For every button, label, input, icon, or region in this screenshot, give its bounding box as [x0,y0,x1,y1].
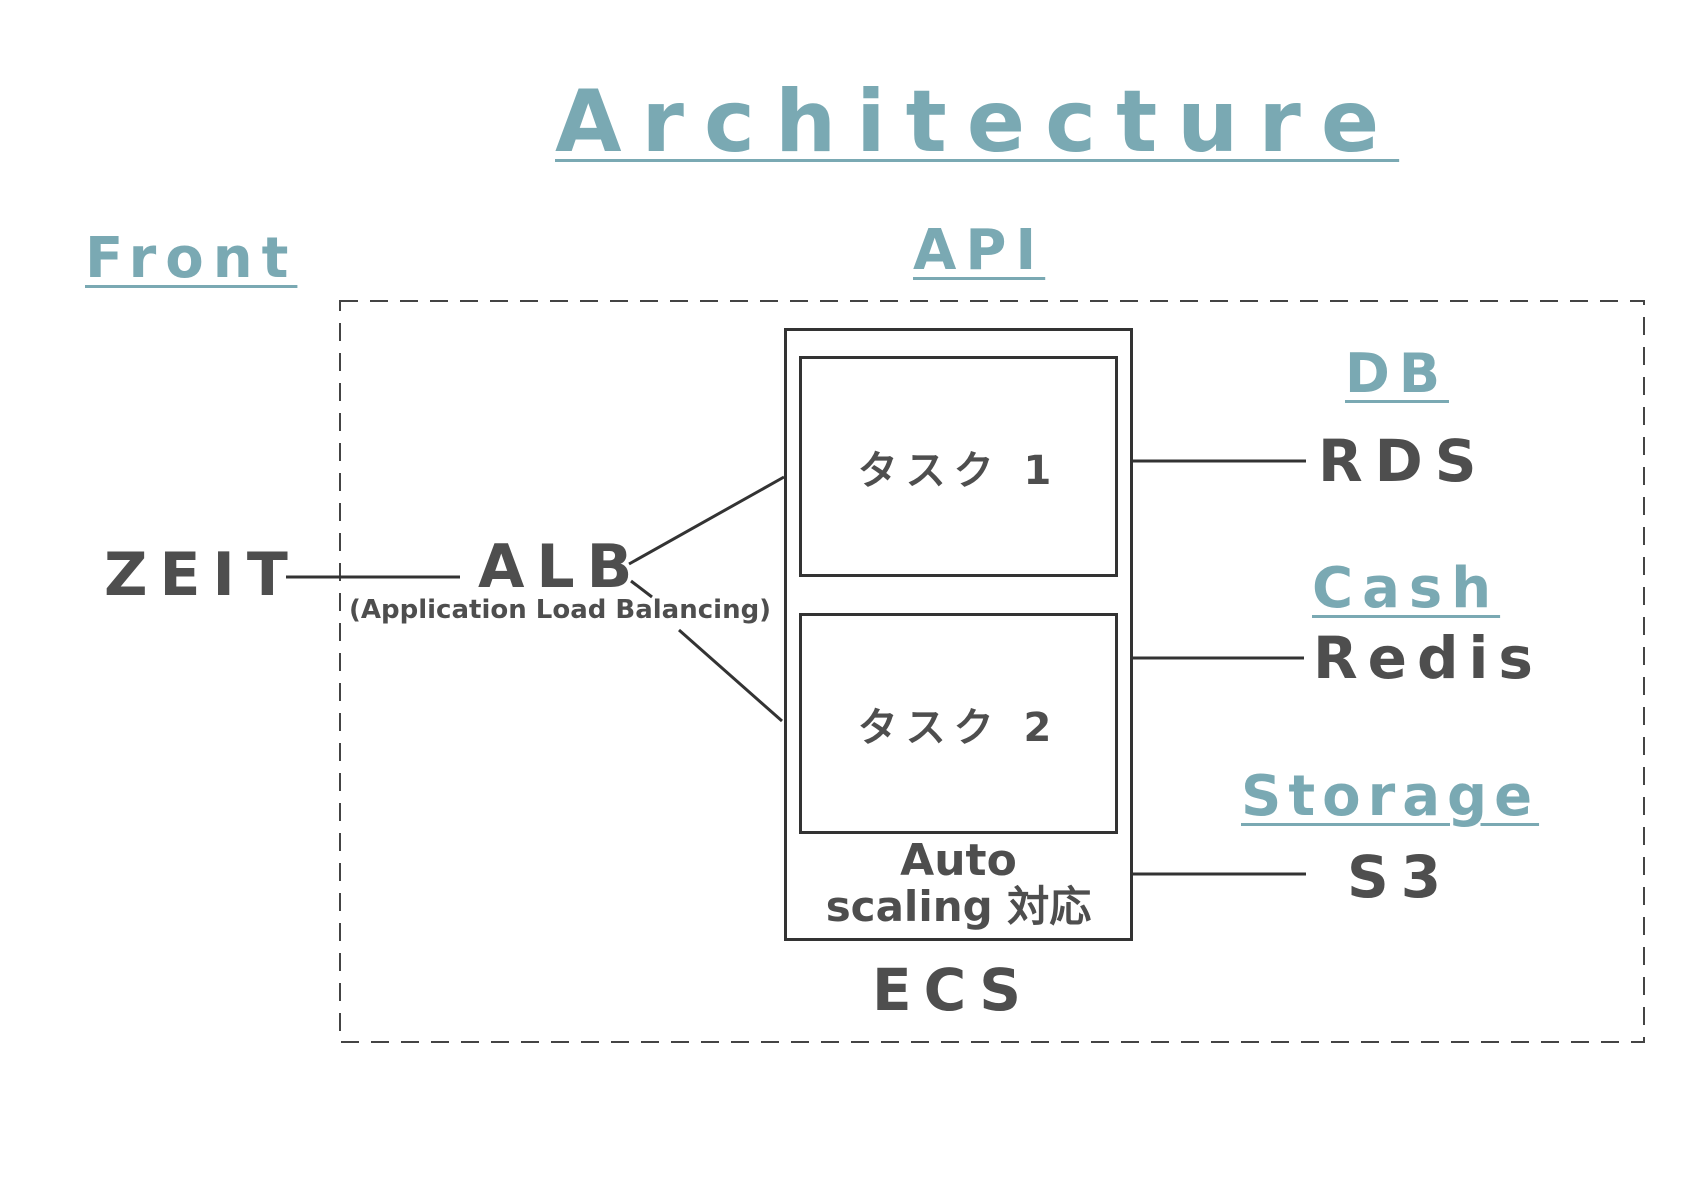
alb-label: ALB [478,532,645,602]
s3-label: S3 [1347,843,1454,911]
rds-label: RDS [1318,427,1489,495]
redis-label: Redis [1313,624,1543,692]
zeit-label: ZEIT [104,540,300,610]
page-title: Architecture [555,72,1400,172]
ecs-label: ECS [872,956,1034,1024]
front-heading: Front [85,226,298,291]
db-heading: DB [1345,342,1449,405]
task2-label: タスク 2 [857,704,1060,751]
ecs-container [784,328,1133,941]
autoscaling-line1: Auto [900,835,1017,886]
alb-subtitle: (Application Load Balancing) [349,595,772,625]
task2-box: タスク 2 [799,613,1118,834]
alb-task2-connector-a [630,579,653,599]
cash-heading: Cash [1312,556,1501,621]
api-heading: API [913,218,1046,283]
alb-task1-connector [628,475,785,566]
task1-label: タスク 1 [857,447,1060,494]
storage-heading: Storage [1241,764,1540,829]
alb-task2-connector-b [678,628,783,723]
task1-box: タスク 1 [799,356,1118,577]
autoscaling-line2: scaling 対応 [825,882,1092,931]
